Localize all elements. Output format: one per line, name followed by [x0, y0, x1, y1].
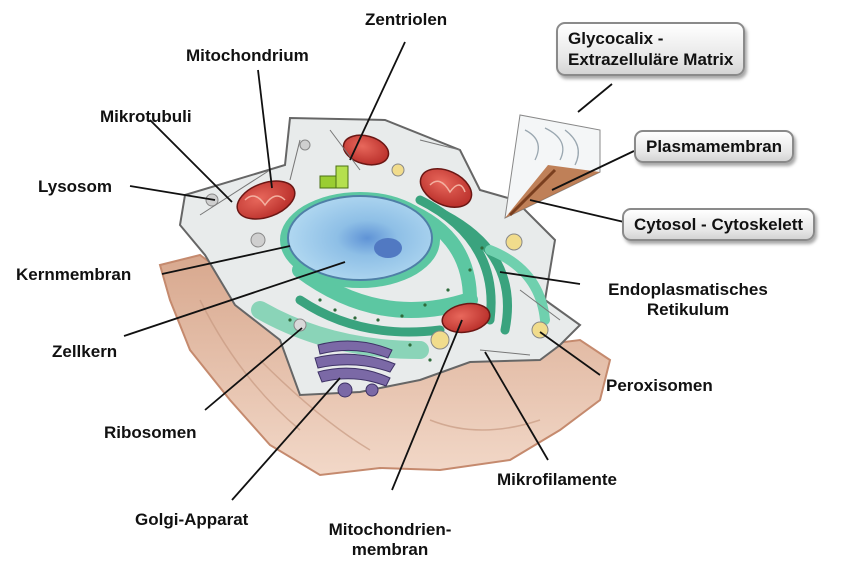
label-er-line1: Endoplasmatisches	[588, 280, 788, 300]
label-mitochondrienmembran-line1: Mitochondrien-	[315, 520, 465, 540]
label-peroxisomen: Peroxisomen	[606, 376, 713, 396]
label-mikrofilamente: Mikrofilamente	[497, 470, 617, 490]
box-glycocalix-line2: Extrazelluläre Matrix	[568, 49, 733, 70]
label-mikrotubuli: Mikrotubuli	[100, 107, 192, 127]
label-endoplasmatisches-retikulum: Endoplasmatisches Retikulum	[588, 280, 788, 320]
box-glycocalix: Glycocalix - Extrazelluläre Matrix	[556, 22, 745, 76]
box-glycocalix-line1: Glycocalix -	[568, 28, 733, 49]
label-zentriolen: Zentriolen	[365, 10, 447, 30]
nucleus	[280, 192, 440, 288]
label-mitochondrienmembran-line2: membran	[315, 540, 465, 560]
box-plasmamembran: Plasmamembran	[634, 130, 794, 163]
label-er-line2: Retikulum	[588, 300, 788, 320]
label-mitochondrienmembran: Mitochondrien- membran	[315, 520, 465, 560]
label-golgi-apparat: Golgi-Apparat	[135, 510, 248, 530]
label-kernmembran: Kernmembran	[16, 265, 131, 285]
box-cytosol-cytoskelett: Cytosol - Cytoskelett	[622, 208, 815, 241]
label-zellkern: Zellkern	[52, 342, 117, 362]
label-mitochondrium: Mitochondrium	[186, 46, 309, 66]
label-ribosomen: Ribosomen	[104, 423, 197, 443]
label-lysosom: Lysosom	[38, 177, 112, 197]
extracellular-inset	[505, 115, 600, 218]
